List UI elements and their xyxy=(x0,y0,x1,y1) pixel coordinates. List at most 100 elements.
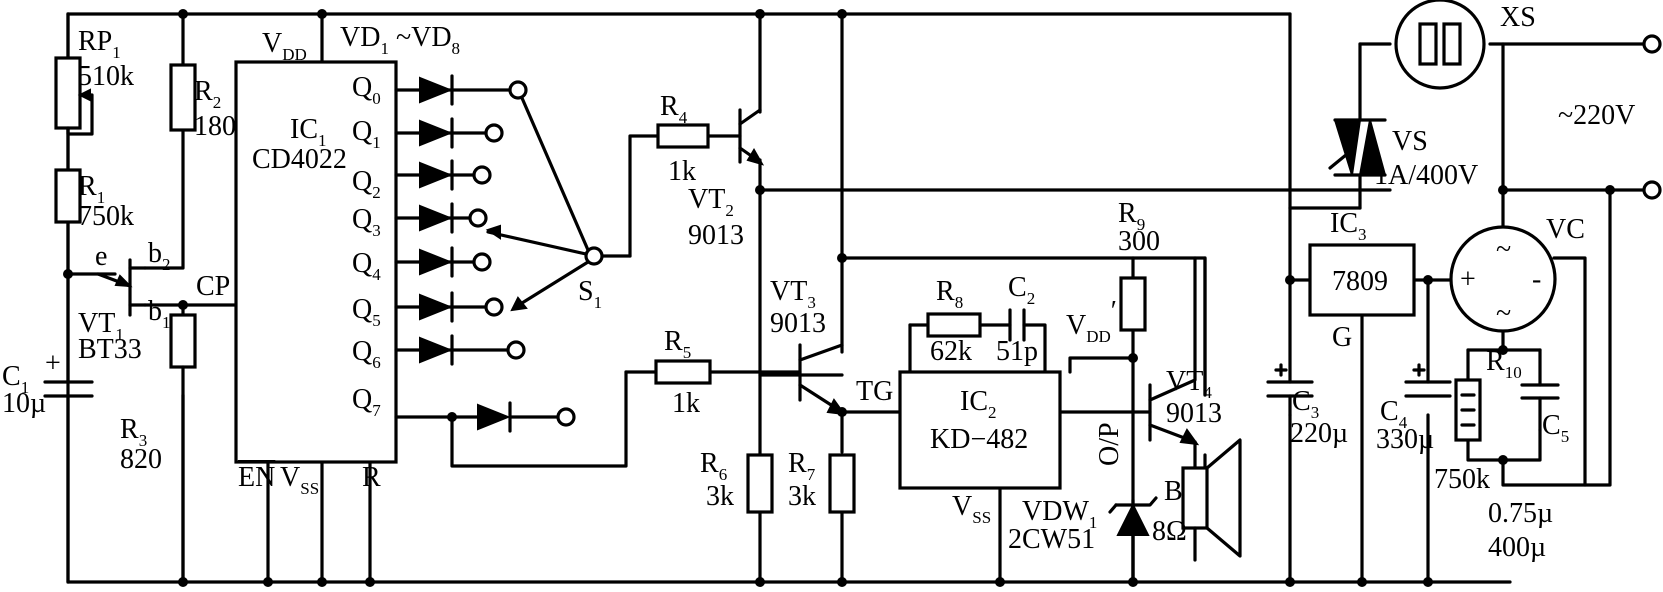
label-r5: R5 xyxy=(664,326,691,362)
label-vt4-value: 9013 xyxy=(1166,398,1222,429)
label-vs-value: 1A/400V xyxy=(1374,160,1478,191)
bridge-rectifier-vc xyxy=(1449,225,1557,333)
label-vt1: VT1 xyxy=(78,308,124,344)
label-r2: R2 xyxy=(194,76,221,112)
label-xs: XS xyxy=(1500,2,1536,33)
label-vc: VC xyxy=(1546,214,1585,245)
label-tg: TG xyxy=(856,376,893,407)
capacitor-c1 xyxy=(43,380,94,584)
resistor-r10 xyxy=(1454,378,1482,442)
label-c3: C3 xyxy=(1292,386,1319,422)
label-c5-value-1: 0.75µ xyxy=(1488,498,1553,529)
resistor-r9 xyxy=(1119,276,1147,332)
label-ic3: IC3 xyxy=(1330,208,1367,244)
label-q7: Q7 xyxy=(352,384,381,420)
label-vdd: VDD xyxy=(262,28,307,64)
label-r7-value: 3k xyxy=(788,481,816,512)
transistor-vt4 xyxy=(1148,256,1200,446)
label-r6: R6 xyxy=(700,448,727,484)
label-r3-value: 820 xyxy=(120,444,162,475)
label-r2-value: 180 xyxy=(194,111,236,142)
labels: RP1 510k R2 180 R1 750k e b2 b1 CP VT1 B… xyxy=(2,2,1635,563)
potentiometer-rp1 xyxy=(54,56,94,136)
label-q3: Q3 xyxy=(352,204,381,240)
ic1-cd4022 xyxy=(234,60,398,464)
ac-terminals xyxy=(1642,34,1662,200)
label-r10: R10 xyxy=(1486,346,1522,382)
label-q6: Q6 xyxy=(352,336,381,372)
resistor-r5 xyxy=(654,359,712,385)
diode-array xyxy=(394,74,576,433)
label-r1-value: 750k xyxy=(78,201,134,232)
label-c1: C1 xyxy=(2,361,29,397)
label-q4: Q4 xyxy=(352,248,381,284)
label-q2: Q2 xyxy=(352,166,381,202)
label-c2-value: 51p xyxy=(996,336,1038,367)
label-c1-plus: + xyxy=(45,348,61,379)
ic3-7809 xyxy=(1308,243,1416,317)
label-vc-tilde-bottom: ~ xyxy=(1496,298,1511,329)
selector-switch-s1[interactable] xyxy=(485,96,604,312)
label-vc-tilde-top: ~ xyxy=(1496,234,1511,265)
socket-xs xyxy=(1394,0,1486,90)
label-vd: VD1 ~VD8 xyxy=(340,22,460,58)
resistor-r3 xyxy=(169,313,197,369)
label-c5-value-2: 400µ xyxy=(1488,532,1546,563)
label-ic3-g: G xyxy=(1332,322,1352,353)
label-c2: C2 xyxy=(1008,272,1035,308)
ic2-kd482 xyxy=(898,370,1062,490)
label-r8-value: 62k xyxy=(930,336,972,367)
label-q5: Q5 xyxy=(352,294,381,330)
label-r10-value: 750k xyxy=(1434,464,1490,495)
capacitor-c3 xyxy=(1266,363,1314,417)
speaker-b xyxy=(1181,438,1242,562)
label-rpin: R xyxy=(362,462,381,493)
label-r4-value: 1k xyxy=(668,156,696,187)
label-vt2: VT2 xyxy=(688,184,734,220)
label-vdw1-value: 2CW51 xyxy=(1008,524,1095,555)
label-vt2-value: 9013 xyxy=(688,220,744,251)
label-speaker-b-value: 8Ω xyxy=(1152,516,1187,547)
label-cp: CP xyxy=(196,271,230,302)
label-en: EN xyxy=(238,462,275,493)
label-r9-value: 300 xyxy=(1118,226,1160,257)
transistor-vt2 xyxy=(738,108,765,166)
label-vss1: VSS xyxy=(280,462,319,498)
label-ic1: IC1 xyxy=(290,114,327,150)
label-r3: R3 xyxy=(120,414,147,450)
label-speaker-b: B xyxy=(1164,476,1183,507)
transistor-vt3 xyxy=(798,343,847,416)
resistor-r2 xyxy=(169,63,197,132)
label-c3-value: 220µ xyxy=(1290,418,1348,449)
resistor-r7 xyxy=(828,453,856,514)
label-ic2-value: KD−482 xyxy=(930,424,1028,455)
triac-vs xyxy=(1328,118,1387,177)
capacitor-c5 xyxy=(1520,383,1560,432)
label-vc-plus: + xyxy=(1460,264,1476,295)
label-vt4: VT4 xyxy=(1166,366,1212,402)
label-r7: R7 xyxy=(788,448,816,484)
label-vs: VS xyxy=(1392,126,1428,157)
label-rp1-value: 510k xyxy=(78,61,134,92)
capacitor-c2 xyxy=(1008,308,1026,342)
label-ic3-value: 7809 xyxy=(1332,266,1388,297)
label-rp1: RP1 xyxy=(78,26,121,62)
label-r8: R8 xyxy=(936,276,963,312)
label-e: e xyxy=(95,241,107,272)
label-c5: C5 xyxy=(1542,410,1569,446)
resistor-r1 xyxy=(54,168,82,224)
label-ac-voltage: ~220V xyxy=(1558,100,1635,131)
resistor-r6 xyxy=(746,453,774,514)
resistor-r4 xyxy=(656,123,710,149)
label-vddp: VDD′ xyxy=(1066,296,1117,346)
label-b1: b1 xyxy=(148,296,171,332)
label-r9: R9 xyxy=(1118,198,1145,234)
zener-vdw1 xyxy=(1108,496,1158,584)
label-vt1-value: BT33 xyxy=(78,334,142,365)
label-vc-minus: - xyxy=(1532,264,1541,295)
label-op: O/P xyxy=(1094,422,1125,466)
label-q1: Q1 xyxy=(352,116,381,152)
capacitor-c4 xyxy=(1404,363,1452,398)
label-c4: C4 xyxy=(1380,396,1408,432)
